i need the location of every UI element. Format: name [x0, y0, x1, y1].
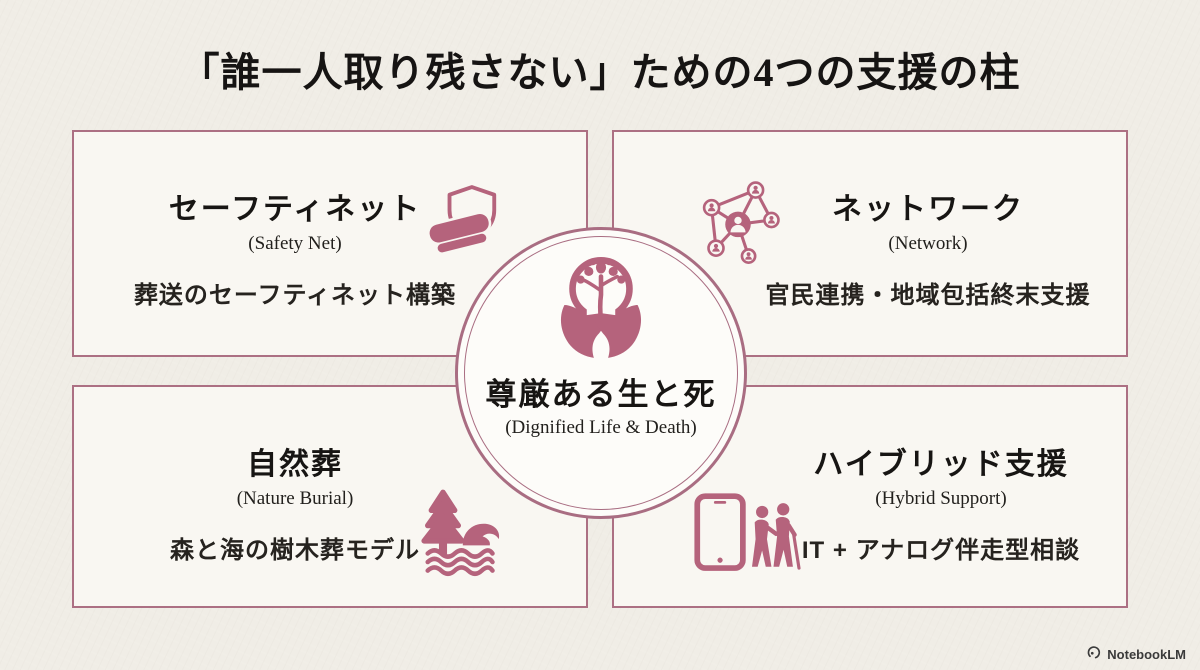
center-subtitle: (Dignified Life & Death) [505, 417, 697, 438]
pillar-description: 葬送のセーフティネット構築 [133, 282, 457, 309]
pillar-text-safety-net: セーフティネット (Safety Net) 葬送のセーフティネット構築 [80, 184, 510, 310]
pillar-title: セーフティネット [168, 193, 422, 226]
pillar-description: 森と海の樹木葬モデル [170, 537, 420, 564]
pillar-description: IT + アナログ伴走型相談 [801, 537, 1081, 564]
pillar-description: 官民連携・地域包括終末支援 [765, 282, 1091, 309]
pillar-subtitle: (Hybrid Support) [875, 488, 1007, 509]
pillar-subtitle: (Safety Net) [248, 233, 342, 254]
notebooklm-logo-icon [1087, 645, 1102, 663]
hands-holding-tree-icon [540, 248, 662, 367]
pillar-text-hybrid-support: ハイブリッド支援 (Hybrid Support) IT + アナログ伴走型相談 [758, 439, 1124, 565]
pillar-title: 自然葬 [247, 448, 343, 481]
notebooklm-watermark: NotebookLM [1087, 645, 1186, 663]
pillar-subtitle: (Nature Burial) [236, 488, 354, 509]
center-circle: 尊厳ある生と死 (Dignified Life & Death) [455, 227, 747, 519]
notebooklm-brand-label: NotebookLM [1107, 646, 1186, 662]
page-title: 「誰一人取り残さない」ための4つの支援の柱 [179, 50, 1021, 95]
pillar-subtitle: (Network) [888, 233, 968, 254]
pillar-text-network: ネットワーク (Network) 官民連携・地域包括終末支援 [732, 184, 1124, 310]
blanket-shield-icon [422, 184, 508, 269]
center-title: 尊厳ある生と死 [485, 377, 717, 412]
pillar-card-safety-net: セーフティネット (Safety Net) 葬送のセーフティネット構築 [72, 130, 588, 357]
pillar-title: ハイブリッド支援 [813, 448, 1069, 481]
tablet-people-icon [692, 489, 806, 582]
pillar-title: ネットワーク [832, 193, 1024, 226]
network-icon [694, 176, 782, 269]
pillar-text-nature-burial: 自然葬 (Nature Burial) 森と海の樹木葬モデル [80, 439, 510, 565]
tree-wave-icon [416, 485, 506, 582]
